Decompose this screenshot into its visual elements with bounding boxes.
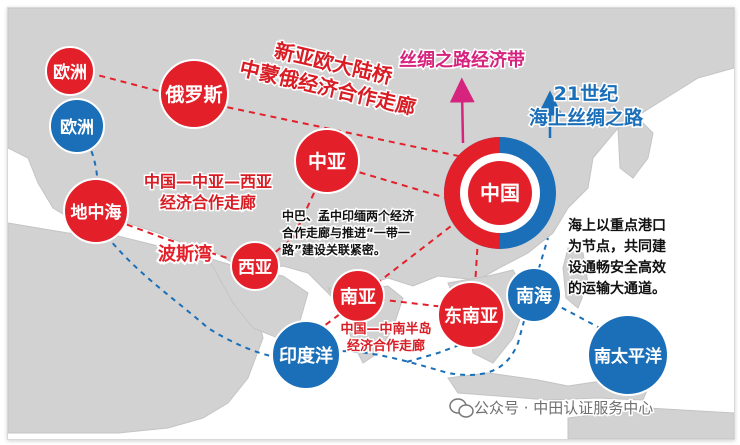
china-label: 中国 [480, 181, 520, 205]
maritime-note-line4: 的运输大通道。 [568, 280, 666, 297]
persian-gulf-label: 波斯湾 [158, 243, 212, 265]
node-west-asia: 西亚 [230, 241, 280, 291]
node-south-asia-label: 南亚 [340, 286, 376, 308]
maritime-note: 海上以重点港口 为节点，共同建 设通畅安全高效 的运输大通道。 [567, 216, 669, 299]
maritime-note-line1: 海上以重点港口 [568, 217, 666, 234]
node-south-asia: 南亚 [331, 269, 385, 323]
china-node: 中国 [444, 137, 556, 249]
wechat-icon [449, 398, 474, 418]
node-europe-red-label: 欧洲 [53, 62, 87, 83]
node-mediterranean-label: 地中海 [71, 202, 122, 223]
maritime-note-line3: 设通畅安全高效 [568, 259, 667, 276]
node-southeast-asia: 东南亚 [437, 281, 505, 349]
maritime-road-title-line1: 21世纪 [554, 82, 618, 105]
node-southeast-asia-label: 东南亚 [444, 305, 498, 327]
corridor-indochina-line2: 经济合作走廊 [347, 338, 425, 354]
corridor-central-west-asia-line1: 中国—中亚—西亚 [144, 172, 272, 191]
arrow-silk-road [449, 77, 475, 144]
node-central-asia-label: 中亚 [308, 150, 346, 173]
corridor-central-west-asia-line2: 经济合作走廊 [160, 193, 256, 212]
route-southasia-indianocean [307, 307, 349, 339]
indonesia-landmass [447, 372, 649, 401]
north-africa-landmass [8, 222, 264, 434]
japan-landmass [617, 117, 654, 179]
node-south-pacific-label: 南太平洋 [594, 346, 662, 367]
route-maritime-west [82, 132, 534, 376]
node-central-asia: 中亚 [294, 128, 360, 194]
cpec-bcim-note: 中巴、孟中印缅两个经济 合作走廊与推进“一带一 路”建设关联紧密。 [281, 207, 417, 259]
corridor-indochina-line1: 中国—中南半岛 [340, 321, 431, 337]
node-mediterranean: 地中海 [63, 178, 129, 244]
silk-road-belt-title: 丝绸之路经济带 [399, 49, 525, 71]
cpec-bcim-note-line1: 中巴、孟中印缅两个经济 [282, 208, 415, 223]
map-frame: 中国 欧洲 俄罗斯 中亚 地中海 西亚 南亚 东南亚 欧洲 南海 印度洋 [7, 7, 735, 440]
maritime-note-line2: 为节点，共同建 [568, 238, 666, 255]
node-europe-red: 欧洲 [45, 46, 95, 96]
philippines-landmass [562, 247, 589, 309]
node-russia-label: 俄罗斯 [164, 83, 222, 106]
node-europe-blue: 欧洲 [49, 98, 105, 154]
route-china-southasia [362, 212, 469, 295]
belt-and-road-map: 中国 欧洲 俄罗斯 中亚 地中海 西亚 南亚 东南亚 欧洲 南海 印度洋 [8, 8, 734, 439]
node-indian-ocean: 印度洋 [271, 320, 341, 390]
cpec-bcim-note-line3: 路”建设关联紧密。 [282, 242, 386, 257]
node-south-pacific: 南太平洋 [587, 314, 669, 396]
watermark: 公众号 · 中田认证服务中心 [449, 398, 655, 419]
node-west-asia-label: 西亚 [238, 258, 272, 278]
watermark-text: 公众号 · 中田认证服务中心 [474, 399, 653, 417]
node-russia: 俄罗斯 [159, 59, 229, 129]
node-indian-ocean-label: 印度洋 [279, 345, 333, 367]
route-maritime-china [532, 237, 549, 289]
cpec-bcim-note-line2: 合作走廊与推进“一带一 [282, 225, 410, 240]
node-europe-blue-label: 欧洲 [60, 117, 94, 138]
node-south-china-sea: 南海 [506, 267, 562, 323]
australia-landmass [567, 407, 734, 439]
node-south-china-sea-label: 南海 [516, 285, 552, 307]
maritime-road-title-line2: 海上丝绸之路 [529, 106, 644, 129]
